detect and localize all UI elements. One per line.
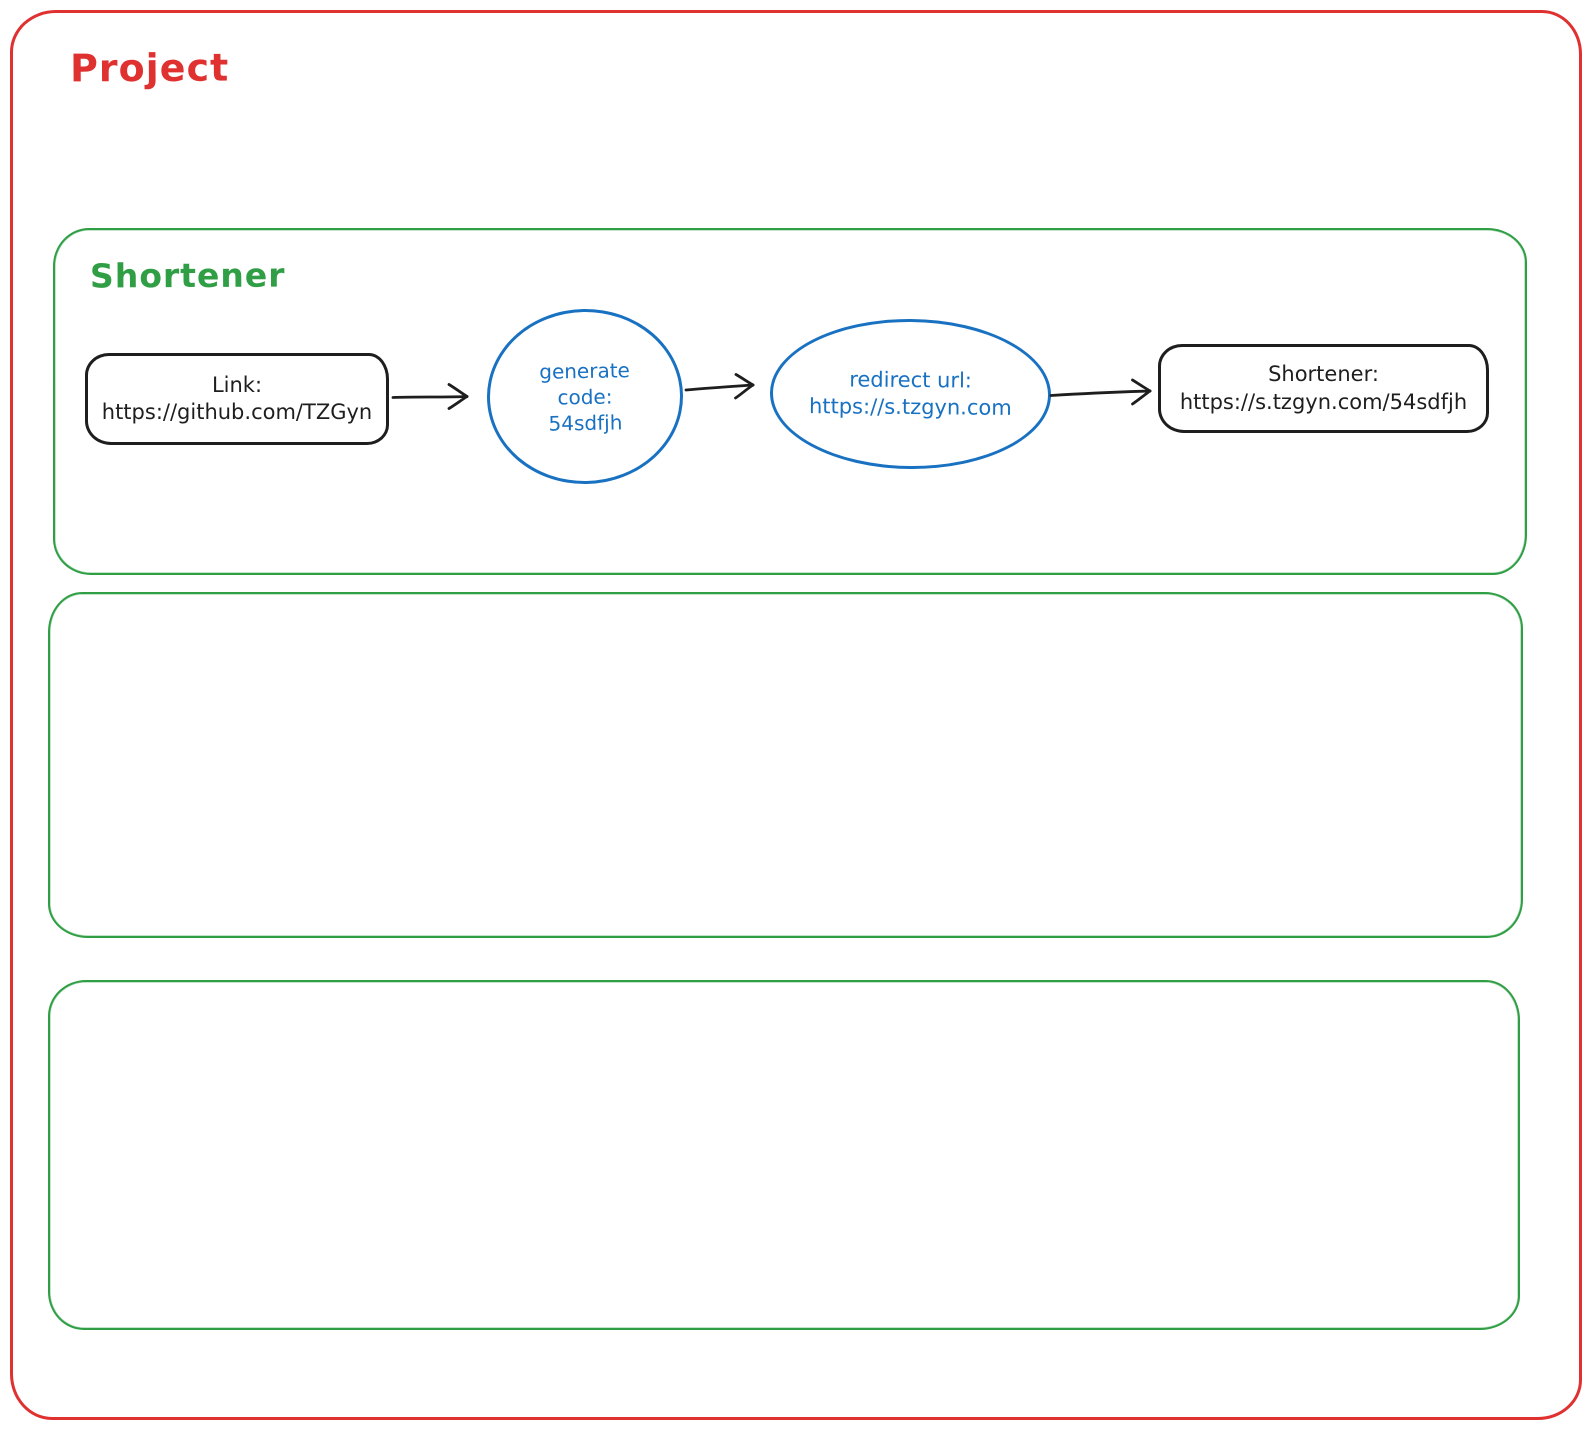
redirect-url-title: redirect url: bbox=[849, 367, 973, 393]
project-frame-label[interactable]: Project bbox=[69, 45, 230, 91]
arrow-redirect-to-result[interactable] bbox=[1048, 367, 1158, 415]
project-frame[interactable] bbox=[10, 10, 1582, 1420]
generate-code-line3: 54sdfjh bbox=[548, 409, 623, 436]
link-node-title: Link: bbox=[211, 372, 263, 397]
generate-code-line2: code: bbox=[557, 384, 613, 409]
shortener-result-title: Shortener: bbox=[1268, 362, 1379, 387]
shortener-section-label[interactable]: Shortener bbox=[89, 255, 286, 296]
empty-section-frame-3[interactable] bbox=[48, 980, 1520, 1330]
empty-section-frame-2[interactable] bbox=[48, 592, 1523, 938]
shortener-section-frame[interactable] bbox=[53, 228, 1527, 575]
generate-code-line1: generate bbox=[539, 357, 631, 384]
shortener-result-url: https://s.tzgyn.com/54sdfjh bbox=[1179, 389, 1468, 414]
link-node[interactable]: Link: https://github.com/TZGyn bbox=[85, 353, 389, 445]
arrow-generate-to-redirect[interactable] bbox=[683, 363, 761, 411]
redirect-url-value: https://s.tzgyn.com bbox=[808, 394, 1012, 420]
link-node-url: https://github.com/TZGyn bbox=[101, 400, 373, 424]
arrow-link-to-generate[interactable] bbox=[390, 374, 476, 422]
shortener-result-node[interactable]: Shortener: https://s.tzgyn.com/54sdfjh bbox=[1158, 344, 1489, 433]
